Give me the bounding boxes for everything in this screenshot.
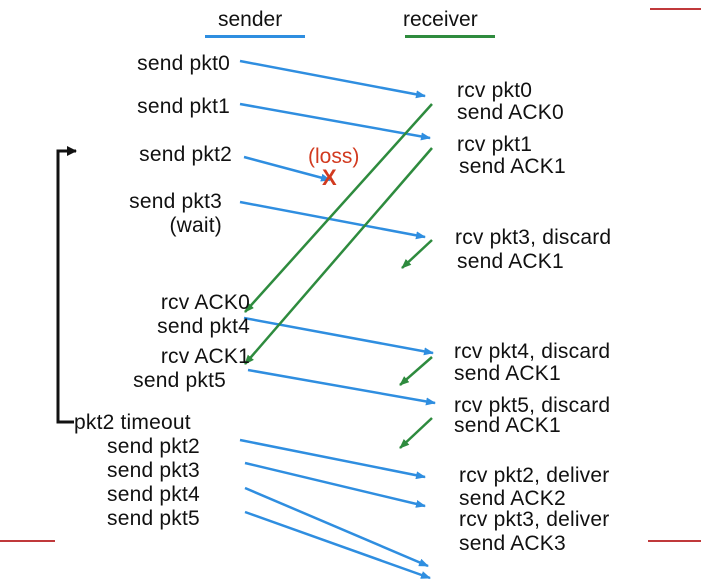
arrow-ack1-dup-2 bbox=[399, 356, 433, 386]
resend-pkt2-label: send pkt2 bbox=[107, 435, 200, 458]
rcv-pkt0-label: rcv pkt0 bbox=[457, 79, 533, 102]
send-ack1-b-label: send ACK1 bbox=[457, 250, 564, 273]
send-pkt3-label: send pkt3 bbox=[129, 190, 222, 213]
arrow-resend-pkt2 bbox=[239, 438, 426, 480]
arrow-pkt5 bbox=[247, 368, 436, 406]
send-pkt4-label: send pkt4 bbox=[157, 315, 250, 338]
arrow-resend-pkt4 bbox=[244, 486, 429, 568]
resend-pkt5-label: send pkt5 bbox=[107, 507, 200, 530]
arrow-ack1-dup-1 bbox=[401, 239, 433, 269]
rcv-ack1-label: rcv ACK1 bbox=[160, 345, 250, 368]
arrow-resend-pkt3 bbox=[244, 461, 426, 508]
rcv-pkt1-label: rcv pkt1 bbox=[457, 133, 533, 156]
send-ack0-label: send ACK0 bbox=[457, 101, 564, 124]
arrow-ack1-dup-3 bbox=[399, 417, 433, 449]
loss-x-mark: X bbox=[322, 165, 337, 190]
send-pkt0-label: send pkt0 bbox=[137, 52, 230, 75]
arrow-resend-pkt5 bbox=[244, 510, 431, 580]
receiver-header: receiver bbox=[403, 8, 478, 31]
send-ack1-label: send ACK1 bbox=[459, 155, 566, 178]
bottom-right-rule bbox=[648, 540, 701, 542]
pkt2-timeout-label: pkt2 timeout bbox=[74, 411, 191, 434]
sender-header-line bbox=[205, 35, 305, 38]
wait-label: (wait) bbox=[169, 214, 222, 237]
top-right-rule bbox=[650, 8, 701, 10]
arrow-ack0 bbox=[244, 103, 433, 313]
resend-pkt3-label: send pkt3 bbox=[107, 459, 200, 482]
rcv-pkt3-discard-label: rcv pkt3, discard bbox=[455, 226, 612, 249]
send-ack2-label: send ACK2 bbox=[459, 487, 566, 510]
arrow-pkt3 bbox=[239, 200, 426, 240]
rcv-pkt5-discard-label: rcv pkt5, discard bbox=[454, 394, 611, 417]
arrow-pkt1 bbox=[239, 102, 431, 141]
send-ack3-label: send ACK3 bbox=[459, 532, 566, 555]
receiver-header-line bbox=[405, 35, 495, 38]
arrow-pkt2-lost bbox=[243, 155, 331, 182]
loss-label: (loss) bbox=[308, 145, 360, 168]
arrow-ack1 bbox=[244, 147, 433, 365]
sender-header: sender bbox=[218, 8, 283, 31]
rcv-ack0-label: rcv ACK0 bbox=[160, 291, 250, 314]
rcv-pkt2-deliver-label: rcv pkt2, deliver bbox=[459, 464, 610, 487]
send-ack1-c-label: send ACK1 bbox=[454, 362, 561, 385]
arrow-pkt0 bbox=[239, 59, 426, 99]
rcv-pkt3-deliver-label: rcv pkt3, deliver bbox=[459, 508, 610, 531]
arrow-pkt4 bbox=[243, 316, 434, 356]
rcv-pkt4-discard-label: rcv pkt4, discard bbox=[454, 340, 611, 363]
send-pkt5-label: send pkt5 bbox=[133, 369, 226, 392]
send-pkt2-label: send pkt2 bbox=[139, 143, 232, 166]
resend-pkt4-label: send pkt4 bbox=[107, 483, 200, 506]
bottom-left-rule bbox=[0, 540, 55, 542]
send-ack1-d-label: send ACK1 bbox=[454, 414, 561, 437]
timeout-bracket bbox=[56, 146, 77, 424]
send-pkt1-label: send pkt1 bbox=[137, 95, 230, 118]
